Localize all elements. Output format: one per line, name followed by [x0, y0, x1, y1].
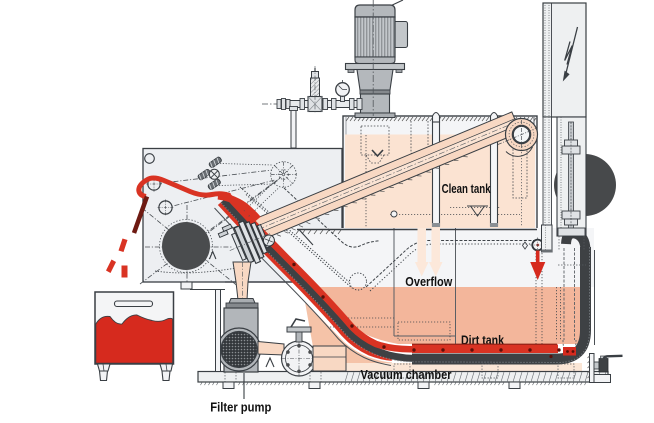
- svg-text:Overflow: Overflow: [405, 274, 453, 289]
- svg-text:Clean tank: Clean tank: [442, 181, 492, 196]
- svg-text:Filter pump: Filter pump: [210, 399, 271, 414]
- svg-text:Vacuum chamber: Vacuum chamber: [361, 367, 452, 382]
